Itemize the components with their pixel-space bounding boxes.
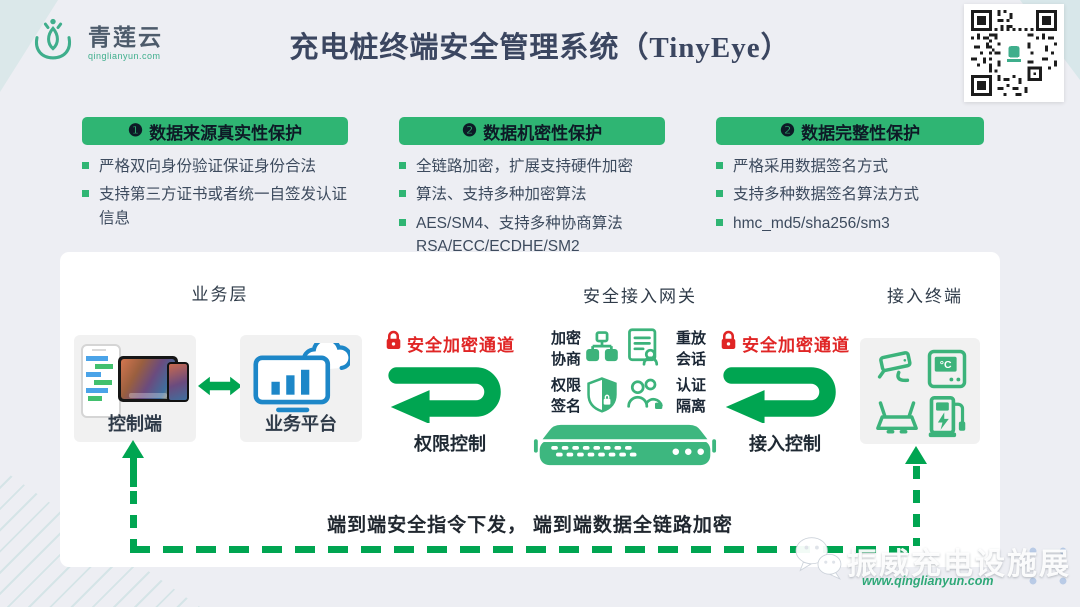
feature-header-confidentiality: ❷ 数据机密性保护 [399, 117, 665, 145]
square-bullet-icon [399, 190, 406, 198]
secure-channel-label: 安全加密通道 [742, 335, 850, 355]
people-group-icon [625, 376, 671, 418]
feature-authenticity: ❶ 数据来源真实性保护 严格双向身份验证保证身份合法 支持第三方证书或者统一自签发… [82, 117, 348, 235]
corner-triangle-decoration [0, 0, 58, 92]
list-item: 算法、支持多种加密算法 [399, 183, 665, 206]
temperature-unit: °C [940, 359, 952, 371]
router-icon [874, 397, 920, 442]
list-item: 全链路加密，扩展支持硬件加密 [399, 155, 665, 178]
square-bullet-icon [716, 218, 723, 226]
u-turn-arrow-icon [388, 367, 501, 424]
page-title: 充电桩终端安全管理系统（TinyEye） [289, 32, 791, 64]
secure-channel-right: 安全加密通道 接入控制 [715, 330, 855, 456]
lock-icon [720, 330, 737, 356]
list-item: 支持多种数据签名算法方式 [716, 183, 984, 206]
smartphone-app-icon [81, 344, 121, 418]
ev-charger-icon [926, 395, 968, 444]
lock-icon [385, 330, 402, 356]
gateway-word-group: 加密 协商 [550, 330, 581, 368]
square-bullet-icon [399, 218, 406, 226]
cctv-camera-icon [874, 349, 920, 394]
lotus-logo-icon [26, 14, 80, 73]
square-bullet-icon [716, 190, 723, 198]
dot-grid-decoration [1012, 530, 1078, 604]
qr-code [964, 4, 1064, 102]
gateway-word-group: 认证 隔离 [675, 377, 706, 415]
feedback-dashed-line-left [130, 491, 137, 548]
architecture-diagram: 业务层 安全接入网关 接入终端 控制端 [60, 252, 1000, 567]
feature-number: ❷ [461, 121, 478, 140]
square-bullet-icon [716, 162, 723, 169]
secure-channel-label: 安全加密通道 [407, 335, 515, 355]
thermostat-icon: °C [926, 348, 968, 395]
square-bullet-icon [82, 162, 89, 169]
control-end-label: 控制端 [108, 414, 162, 434]
feature-number: ❷ [779, 121, 796, 140]
arrow-up-icon [122, 440, 144, 458]
watermark: 振威充电设施展 [795, 536, 1071, 585]
session-document-icon [625, 327, 671, 372]
logo-domain: qinglianyun.com [88, 51, 161, 61]
shield-lock-icon [585, 376, 625, 418]
feedback-line [130, 457, 137, 487]
small-phone-icon [167, 362, 189, 402]
arrow-up-icon [905, 446, 927, 464]
square-bullet-icon [82, 190, 89, 198]
feature-title: 数据机密性保护 [483, 123, 603, 143]
gateway-word-group: 重放 会话 [675, 330, 706, 368]
access-terminal-box: °C [860, 338, 980, 444]
watermark-site: www.qinglianyun.com [862, 574, 994, 588]
list-item: hmc_md5/sha256/sm3 [716, 212, 984, 235]
u-turn-arrow-icon [723, 367, 836, 424]
end-to-end-note: 端到端安全指令下发， 端到端数据全链路加密 [327, 515, 733, 536]
feature-title: 数据来源真实性保护 [149, 123, 303, 143]
feature-columns: ❶ 数据来源真实性保护 严格双向身份验证保证身份合法 支持第三方证书或者统一自签发… [0, 117, 1080, 255]
layer-label-business: 业务层 [191, 285, 249, 304]
layer-label-terminal: 接入终端 [887, 287, 963, 306]
feature-header-integrity: ❷ 数据完整性保护 [716, 117, 984, 145]
business-platform-box: 业务平台 [240, 335, 362, 442]
list-item: AES/SM4、支持多种协商算法 RSA/ECC/ECDHE/SM2 [399, 212, 665, 259]
feedback-dashed-line-bottom [130, 546, 920, 553]
list-item: 严格采用数据签名方式 [716, 155, 984, 178]
control-end-box: 控制端 [74, 335, 196, 442]
gateway-feature-cluster: 加密 协商 重放 会 [547, 326, 711, 420]
monitor-cloud-icon [252, 336, 353, 420]
double-arrow-icon [198, 374, 242, 403]
logo-name: 青莲云 [88, 24, 163, 50]
business-platform-label: 业务平台 [265, 414, 337, 434]
feature-confidentiality: ❷ 数据机密性保护 全链路加密，扩展支持硬件加密 算法、支持多种加密算法 AES/… [399, 117, 665, 263]
list-item: 严格双向身份验证保证身份合法 [82, 155, 348, 178]
layer-label-gateway: 安全接入网关 [583, 287, 697, 306]
list-item: 支持第三方证书或者统一自签发认证信息 [82, 183, 348, 230]
feature-number: ❶ [127, 121, 144, 140]
feedback-dashed-line-right [913, 466, 920, 546]
feature-title: 数据完整性保护 [801, 123, 921, 143]
qr-code-icon [971, 10, 1057, 96]
permission-control-label: 权限控制 [414, 434, 486, 454]
access-control-label: 接入控制 [749, 434, 821, 454]
feature-header-authenticity: ❶ 数据来源真实性保护 [82, 117, 348, 145]
gateway-word-group: 权限 签名 [550, 377, 581, 415]
square-bullet-icon [399, 162, 406, 169]
gateway-switch-icon [533, 422, 717, 473]
wechat-icon [795, 536, 843, 585]
feature-integrity: ❷ 数据完整性保护 严格采用数据签名方式 支持多种数据签名算法方式 hmc_md5… [716, 117, 984, 240]
watermark-brand: 振威充电设施展 [847, 547, 1071, 581]
network-hierarchy-icon [585, 329, 625, 370]
secure-channel-left: 安全加密通道 权限控制 [380, 330, 520, 456]
logo: 青莲云 qinglianyun.com [26, 14, 163, 73]
